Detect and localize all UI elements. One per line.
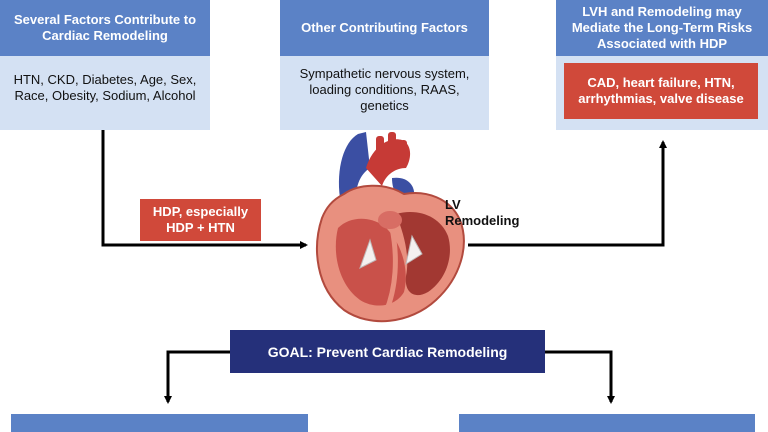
lvh-title: LVH and Remodeling may Mediate the Long-… xyxy=(556,0,768,56)
factors-text: HTN, CKD, Diabetes, Age, Sex, Race, Obes… xyxy=(0,56,210,130)
heart-to-lvh-arrow xyxy=(468,140,667,247)
bottom-left-box xyxy=(11,414,308,432)
hdp-label: HDP, especially HDP + HTN xyxy=(140,199,261,241)
heart-illustration-icon xyxy=(316,132,465,323)
other-factors-box: Other Contributing Factors Sympathetic n… xyxy=(280,0,489,130)
bottom-right-box xyxy=(459,414,755,432)
other-factors-title: Other Contributing Factors xyxy=(280,0,489,56)
factors-title: Several Factors Contribute to Cardiac Re… xyxy=(0,0,210,56)
other-factors-text: Sympathetic nervous system, loading cond… xyxy=(280,56,489,130)
goal-right-arrow xyxy=(545,350,615,404)
factors-box: Several Factors Contribute to Cardiac Re… xyxy=(0,0,210,130)
goal-left-arrow xyxy=(164,350,230,404)
lv-remodeling-label: LV Remodeling xyxy=(445,197,520,228)
goal-banner: GOAL: Prevent Cardiac Remodeling xyxy=(230,330,545,373)
outcomes-box: CAD, heart failure, HTN, arrhythmias, va… xyxy=(564,63,758,119)
factors-to-heart-arrow xyxy=(101,130,308,249)
